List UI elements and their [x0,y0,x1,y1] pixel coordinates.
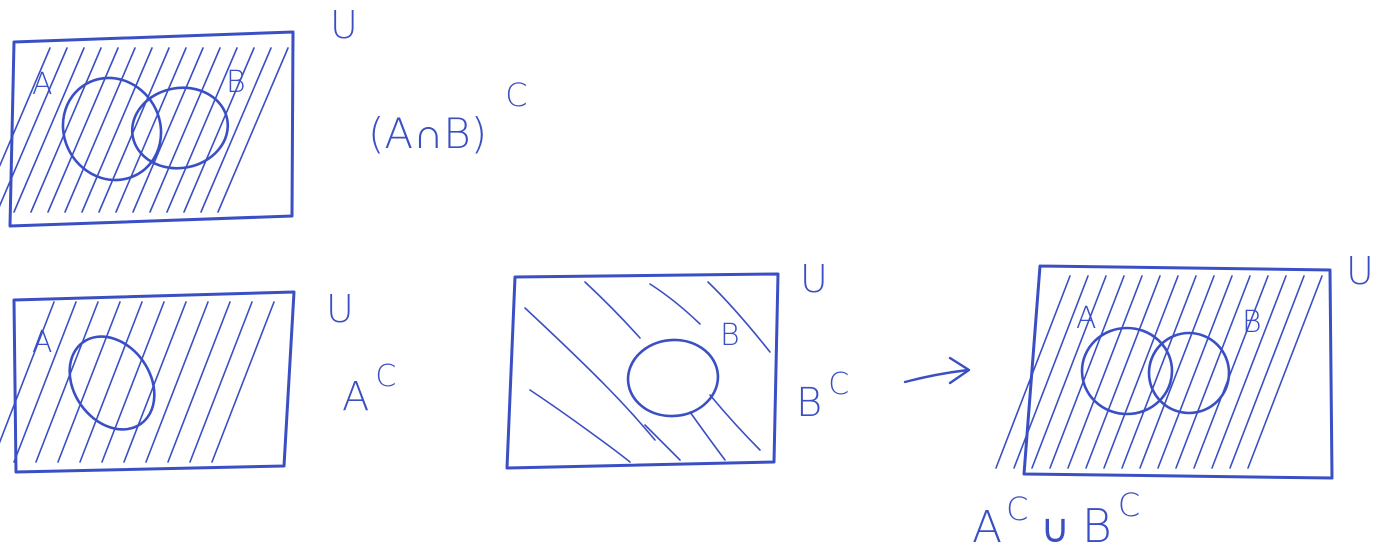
hatch-stroke [217,47,289,213]
hatch-stroke [1211,275,1287,469]
hatch-stroke [689,411,726,461]
panel-intersection-complement: A B U (A∩B)C [0,3,528,228]
hatch-lines [0,47,289,213]
hatch-lines [524,281,771,463]
hatch-stroke [529,389,631,463]
hatch-stroke [149,47,221,213]
hatch-stroke [1121,275,1197,469]
hatch-stroke [584,281,641,339]
hatch-stroke [132,47,204,213]
hatch-stroke [64,47,136,213]
hatch-stroke [1049,275,1125,469]
hatch-stroke [81,47,153,213]
hatch-stroke [524,307,656,441]
hatch-stroke [166,47,238,213]
universe-label: U [1346,249,1374,293]
hatch-stroke [649,283,701,325]
hatch-stroke [35,301,99,463]
set-a-label: A [32,67,53,102]
hatch-stroke [1157,275,1233,469]
hatch-stroke [183,47,255,213]
set-b-ellipse [626,338,720,418]
hatch-stroke [98,47,170,213]
set-b-ellipse [130,86,230,170]
hatch-stroke [1175,275,1251,469]
universe-frame [8,30,295,228]
hatch-stroke [644,424,681,461]
set-b-label: B [1242,305,1262,340]
hatch-stroke [30,47,102,213]
hatch-stroke [1067,275,1143,469]
hatch-stroke [211,301,275,463]
set-a-ellipse [68,335,156,431]
universe-frame [505,272,780,470]
hatch-stroke [123,301,187,463]
right-arrow-icon [903,356,971,385]
hatch-stroke [13,47,85,213]
universe-frame [12,290,296,474]
hatch-stroke [200,47,272,213]
hatch-stroke [709,394,761,451]
hatch-stroke [189,301,253,463]
hatch-stroke [1103,275,1179,469]
hatch-stroke [0,47,68,208]
hatch-stroke [0,301,55,444]
hatch-stroke [167,301,231,463]
hatch-stroke [1247,275,1323,469]
caption-intersection-complement: (A∩B)C [368,76,528,158]
hatch-stroke [0,47,51,168]
hatch-stroke [101,301,165,463]
hatch-stroke [707,281,771,353]
universe-label: U [330,3,358,47]
set-a-label: A [1076,301,1097,336]
hatch-stroke [47,47,119,213]
hatch-lines [995,275,1323,469]
set-a-ellipse [61,76,163,182]
hatch-stroke [57,301,121,463]
set-b-label: B [226,65,246,100]
universe-label: U [800,257,828,301]
hatch-stroke [1229,275,1305,469]
set-b-ellipse [1147,331,1231,415]
set-b-label: B [720,318,740,353]
hatch-lines [0,301,275,463]
hatch-stroke [79,301,143,463]
hatch-stroke [1193,275,1269,469]
set-a-label: A [32,325,53,360]
hatch-stroke [1139,275,1215,469]
hatch-stroke [145,301,209,463]
hatch-stroke [1031,275,1107,469]
hatch-stroke [115,47,187,213]
set-a-ellipse [1080,326,1174,416]
hatch-stroke [13,301,77,463]
universe-frame [1022,264,1334,480]
universe-label: U [326,287,354,331]
hatch-stroke [1085,275,1161,469]
